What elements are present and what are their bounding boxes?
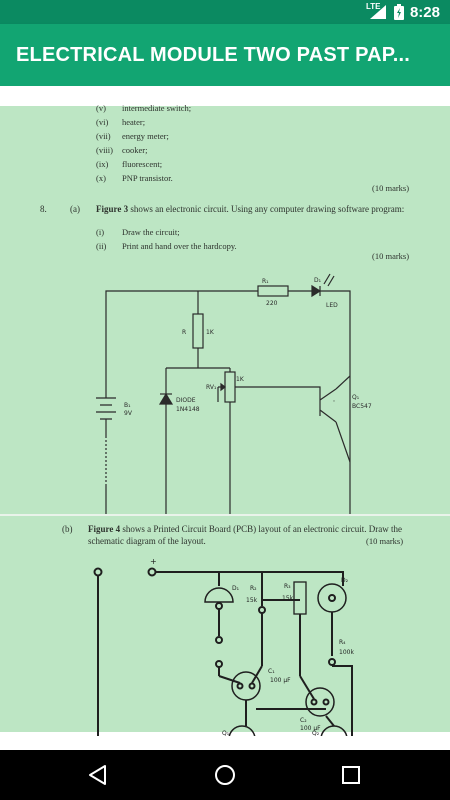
page-divider (0, 514, 450, 516)
resistor-r3-footprint (293, 581, 307, 615)
battery-b1-symbol (96, 397, 116, 420)
document-viewer[interactable]: (v) intermediate switch; (vi) heater; (v… (0, 86, 450, 750)
question-body-line2: schematic diagram of the layout. (88, 536, 206, 546)
transistor-q1-footprint (228, 725, 256, 736)
battery-icon (393, 4, 404, 20)
r1-label: R₁ (262, 278, 269, 285)
clock: 8:28 (409, 3, 440, 21)
list-item-text: intermediate switch; (122, 103, 192, 113)
q1-value: BC547 (352, 403, 372, 410)
marks-label: (10 marks) (372, 183, 410, 193)
resistor-r1-symbol (257, 285, 289, 297)
diode-symbol (158, 392, 174, 405)
pcb-pad (147, 567, 157, 577)
question-part: (a) (70, 204, 80, 214)
list-item-text: cooker; (122, 145, 148, 155)
back-button[interactable] (83, 760, 113, 790)
c2-label: C₂ (300, 717, 307, 724)
list-item-number: (viii) (96, 145, 113, 155)
sub-item-text: Draw the circuit; (122, 227, 180, 237)
resistor-r-symbol (192, 313, 204, 349)
figure-3-circuit: R₁ 220 D₁ LED R 1K B₁ 9V RV₁ 1K DIODE 1N… (96, 273, 372, 516)
list-item-text: heater; (122, 117, 146, 127)
potentiometer-rv1-symbol (224, 371, 236, 403)
rv1-value: 1K (236, 376, 245, 383)
question-body: shows an electronic circuit. Using any c… (130, 204, 405, 214)
list-item-number: (v) (96, 103, 106, 113)
marks-label: (10 marks) (366, 536, 404, 546)
sub-item-number: (i) (96, 227, 105, 237)
question-text: Figure 3 shows an electronic circuit. Us… (96, 204, 404, 214)
d2-label: D₂ (341, 577, 349, 584)
b1-value: 9V (124, 410, 133, 417)
c1-label: C₁ (268, 668, 275, 675)
diode-value: 1N4148 (176, 406, 200, 413)
r1-value: 220 (266, 300, 278, 307)
led-d1-symbol (311, 284, 322, 298)
r-value: 1K (206, 329, 215, 336)
app-bar: ELECTRICAL MODULE TWO PAST PAP... (0, 24, 450, 86)
sub-item-text: Print and hand over the hardcopy. (122, 241, 237, 251)
rv1-label: RV₁ (206, 384, 217, 391)
navigation-bar (0, 750, 450, 800)
list-item-text: energy meter; (122, 131, 169, 141)
led-label: LED (326, 302, 338, 309)
figure-4-pcb-layout: + D₁ D₂ R₂ 15k R₃ 15k R₄ 100k C₁ 100 μF … (93, 557, 354, 736)
document-page-2: (b) Figure 4 shows a Printed Circuit Boa… (0, 516, 450, 736)
figure-reference: Figure 4 (88, 524, 121, 534)
question-body: shows a Printed Circuit Board (PCB) layo… (122, 524, 403, 534)
recents-icon (342, 766, 360, 784)
q1-label: Q₁ (222, 730, 230, 736)
q1-label: Q₁ (352, 394, 360, 401)
c1-value: 100 μF (270, 677, 291, 684)
b1-label: B₁ (124, 402, 131, 409)
list-item-number: (ix) (96, 159, 109, 169)
recents-button[interactable] (336, 760, 366, 790)
positive-rail-label: + (150, 557, 157, 566)
status-bar: LTE 8:28 (0, 0, 450, 24)
figure-reference: Figure 3 (96, 204, 129, 214)
list-item-number: (vi) (96, 117, 109, 127)
home-icon (215, 765, 235, 785)
question-text: Figure 4 shows a Printed Circuit Board (… (88, 524, 402, 534)
d1-label: D₁ (314, 277, 322, 284)
pcb-pad (93, 567, 103, 577)
resistor-r2-footprint (258, 606, 266, 614)
list-item-text: fluorescent; (122, 159, 163, 169)
r-label: R (182, 329, 186, 336)
diode-label: DIODE (176, 397, 196, 404)
home-button[interactable] (210, 760, 240, 790)
list-item-text: PNP transistor. (122, 173, 173, 183)
r3-value: 15k (282, 595, 294, 602)
list-item-number: (vii) (96, 131, 111, 141)
r2-value: 15k (246, 597, 258, 604)
sub-item-number: (ii) (96, 241, 107, 251)
r4-value: 100k (339, 649, 354, 656)
r4-label: R₄ (339, 639, 346, 646)
q2-label: Q₂ (312, 730, 320, 736)
marks-label: (10 marks) (372, 251, 410, 261)
led-d1-footprint (204, 587, 234, 603)
back-icon (89, 765, 106, 785)
page-title: ELECTRICAL MODULE TWO PAST PAP... (16, 44, 411, 66)
signal-icon: LTE (365, 2, 388, 20)
transistor-q2-footprint (320, 725, 348, 736)
question-part: (b) (62, 524, 73, 534)
question-number: 8. (40, 204, 47, 214)
list-item-number: (x) (96, 173, 106, 183)
capacitor-c2-footprint (305, 687, 335, 717)
network-type-label: LTE (365, 2, 381, 11)
document-page-1: (v) intermediate switch; (vi) heater; (v… (0, 103, 450, 516)
r3-label: R₃ (284, 583, 291, 590)
c2-value: 100 μF (300, 725, 321, 732)
r2-label: R₂ (250, 585, 257, 592)
d1-label: D₁ (232, 585, 240, 592)
transistor-q1-symbol (319, 388, 337, 423)
